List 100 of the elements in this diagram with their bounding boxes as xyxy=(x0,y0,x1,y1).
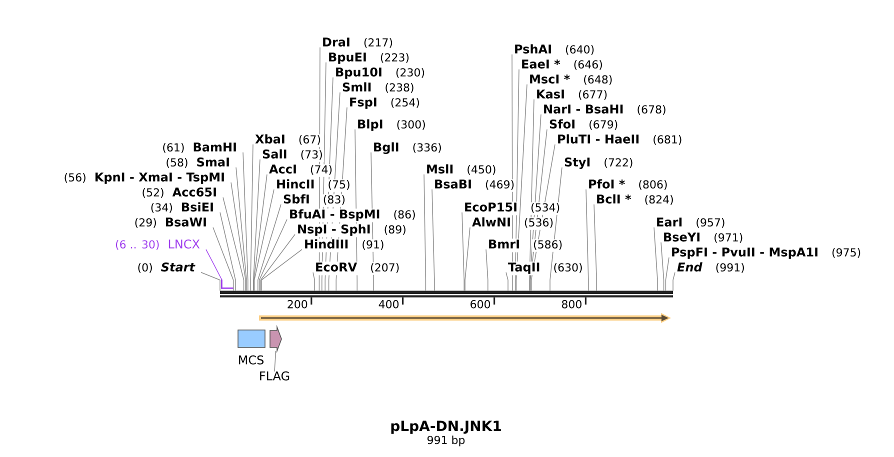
leader-line xyxy=(260,234,296,292)
feature-label: LNCX xyxy=(168,239,200,249)
leader-line xyxy=(665,257,670,292)
position-label: (586) xyxy=(534,240,562,250)
enzyme-label: DraI xyxy=(323,38,350,47)
enzyme-label: FspI xyxy=(350,98,376,109)
leader-line xyxy=(486,249,488,292)
leader-line xyxy=(328,92,340,292)
leader-line xyxy=(322,62,326,292)
leader-line xyxy=(432,189,435,292)
enzyme-label: PfoI * xyxy=(589,179,625,189)
position-label: (207) xyxy=(371,263,399,273)
leader-line xyxy=(220,212,236,292)
position-label: (61) xyxy=(163,143,184,153)
leader-line xyxy=(464,227,470,292)
leader-line xyxy=(254,189,274,292)
enzyme-label: NspI - SphI xyxy=(298,224,370,236)
position-label: (630) xyxy=(554,263,582,273)
position-label: (679) xyxy=(590,120,618,130)
position-label: (83) xyxy=(324,195,345,205)
position-label: (450) xyxy=(468,165,496,175)
leader-line xyxy=(253,174,268,292)
enzyme-label: SmaI xyxy=(197,157,229,167)
leader-line xyxy=(336,107,348,292)
enzyme-label: HindIII xyxy=(305,239,348,249)
position-label: (217) xyxy=(364,38,392,48)
enzyme-label: NarI - BsaHI xyxy=(544,104,623,114)
position-label: (29) xyxy=(135,218,156,228)
position-label: (91) xyxy=(362,240,384,250)
enzyme-label: BseYI xyxy=(664,232,700,242)
enzyme-label: HincII xyxy=(277,179,314,189)
leader-line xyxy=(250,144,254,292)
leader-line xyxy=(529,99,534,292)
leader-line xyxy=(512,54,513,292)
position-label: (534) xyxy=(531,203,560,213)
enzyme-label: SbfI xyxy=(284,194,309,204)
position-label: (336) xyxy=(413,143,441,153)
position-label: (56) xyxy=(64,173,86,183)
leader-line xyxy=(261,249,302,292)
enzyme-label: PspFI - PvuII - MspA1I xyxy=(672,248,818,259)
position-label: (678) xyxy=(638,105,666,115)
leader-line xyxy=(274,350,276,372)
feature-pentagon xyxy=(270,324,282,354)
enzyme-label: StyI xyxy=(564,157,590,169)
position-label: (722) xyxy=(604,158,632,168)
position-label: (991) xyxy=(716,263,744,273)
position-label: (73) xyxy=(301,150,322,160)
enzyme-label: PshAI xyxy=(515,44,551,54)
position-label: (6 .. 30) xyxy=(116,240,159,250)
sequence-length: 991 bp xyxy=(427,436,465,446)
leader-line xyxy=(530,129,548,292)
leader-line xyxy=(506,272,508,292)
feature-label: MCS xyxy=(239,355,264,364)
position-label: (74) xyxy=(310,165,332,175)
enzyme-label: BsiEI xyxy=(182,202,213,212)
leader-line xyxy=(660,242,664,292)
position-label: (681) xyxy=(654,135,682,145)
feature-label: FLAG xyxy=(260,371,290,380)
map-title: pLpA-DN.JNK1 xyxy=(391,420,501,434)
position-label: (58) xyxy=(166,158,188,168)
position-label: (677) xyxy=(578,90,607,100)
tick-label: 600 xyxy=(470,300,490,308)
sequence-end-label: End xyxy=(677,262,702,272)
leader-line xyxy=(200,272,220,292)
leader-line xyxy=(253,159,260,292)
enzyme-label: EcoP15I xyxy=(465,202,516,212)
position-label: (648) xyxy=(584,75,612,85)
enzyme-label: BfuAI - BspMI xyxy=(290,209,380,221)
tick-label: 800 xyxy=(562,300,582,308)
position-label: (75) xyxy=(328,180,350,190)
leader-line xyxy=(212,227,234,292)
leader-line xyxy=(530,144,556,292)
position-label: (975) xyxy=(832,248,860,258)
leader-line xyxy=(324,77,334,292)
enzyme-label: Acc65I xyxy=(172,188,216,197)
position-label: (0) xyxy=(138,263,152,273)
enzyme-label: EcoRV xyxy=(316,262,358,272)
position-label: (238) xyxy=(386,83,414,93)
position-label: (971) xyxy=(714,233,742,243)
enzyme-label: AccI xyxy=(269,164,296,174)
position-label: (230) xyxy=(396,68,424,78)
position-label: (67) xyxy=(299,135,320,145)
leader-line xyxy=(654,227,658,292)
leader-line xyxy=(516,84,528,292)
position-label: (806) xyxy=(639,180,667,190)
leader-line xyxy=(514,69,520,292)
leader-line xyxy=(424,174,426,292)
enzyme-label: BmrI xyxy=(489,240,519,248)
leader-line xyxy=(258,219,288,292)
enzyme-label: BclI * xyxy=(597,194,632,204)
position-label: (469) xyxy=(486,180,514,190)
sequence-bar xyxy=(220,290,673,298)
feature-arrow xyxy=(259,313,671,323)
leader-line xyxy=(258,204,282,292)
enzyme-label: KpnI - XmaI - TspMI xyxy=(96,172,224,184)
position-label: (34) xyxy=(151,203,172,213)
leader-line xyxy=(236,167,247,292)
leader-line xyxy=(222,197,244,292)
feature-bracket xyxy=(221,280,234,289)
enzyme-label: SfoI xyxy=(550,119,574,129)
